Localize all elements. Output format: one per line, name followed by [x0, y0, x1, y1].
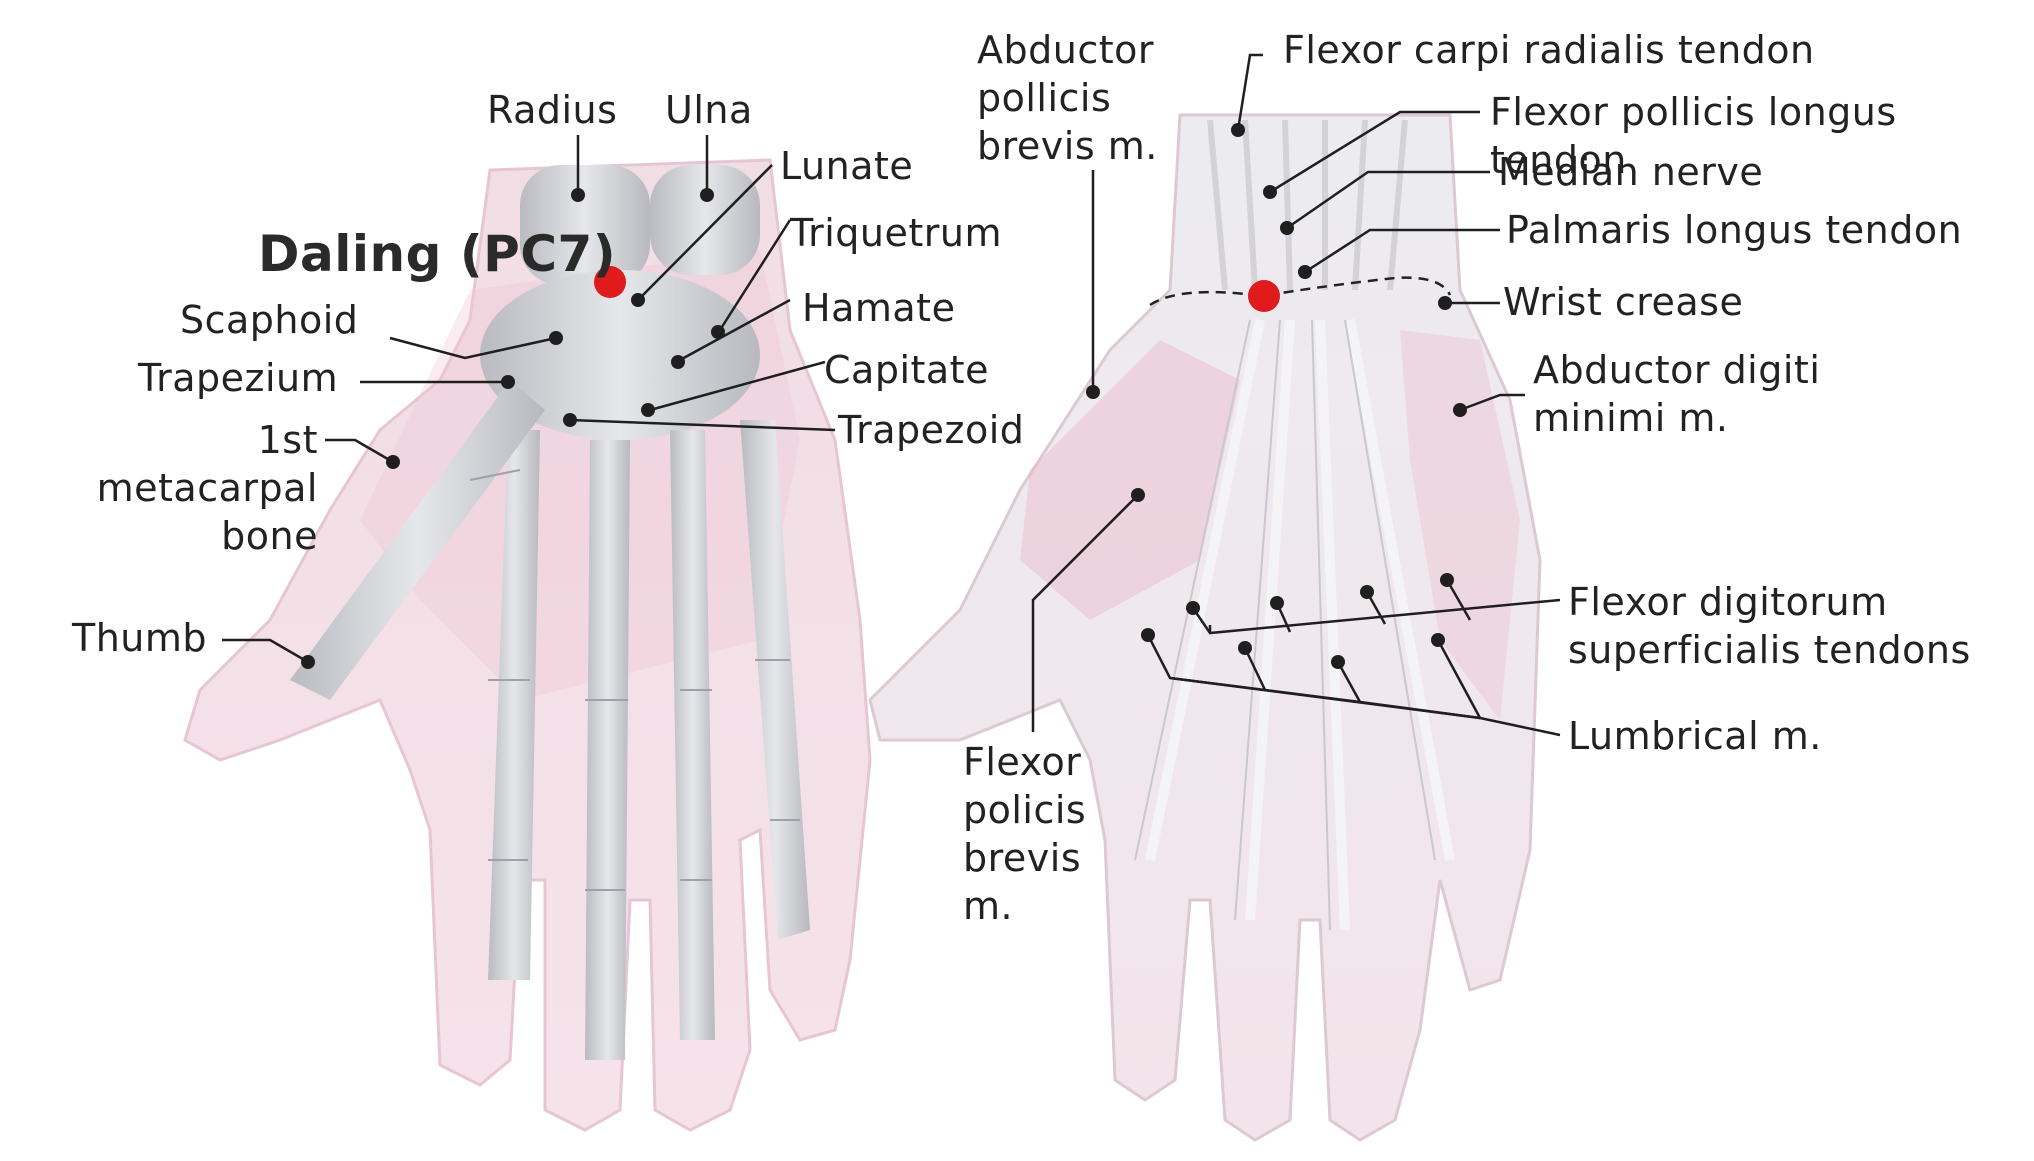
leader-dots [301, 123, 1467, 669]
wrist-crease-line [1149, 276, 1452, 307]
wrist-tendons [1207, 119, 1408, 291]
label-flexor-pollicis-longus: Flexor pollicis longus tendon [1490, 90, 1897, 182]
joint-lines [469, 469, 800, 891]
acupoint-title: Daling (PC7) [258, 225, 617, 283]
label-flexor-carpi-radialis: Flexor carpi radialis tendon [1283, 28, 1815, 72]
digital-tendons [1145, 319, 1455, 931]
label-palmaris-longus: Palmaris longus tendon [1506, 208, 1963, 252]
label-hamate: Hamate [802, 286, 956, 330]
label-radius: Radius [487, 88, 618, 132]
label-first-metacarpal: 1st metacarpal bone [96, 418, 318, 558]
label-lumbrical: Lumbrical m. [1568, 714, 1822, 758]
label-abductor-digiti-minimi: Abductor digiti minimi m. [1533, 348, 1821, 440]
label-flexor-digitorum-superficialis: Flexor digitorum superficialis tendons [1568, 580, 1971, 672]
finger-bones-ring [670, 430, 715, 1040]
label-ulna: Ulna [665, 88, 753, 132]
radius-bone [520, 165, 650, 285]
label-abductor-pollicis-brevis: Abductor pollicis brevis m. [977, 28, 1158, 168]
label-median-nerve: Median nerve [1498, 150, 1764, 194]
finger-bones-middle [585, 440, 630, 1060]
leader-lines [222, 53, 1561, 737]
label-wrist-crease: Wrist crease [1503, 280, 1744, 324]
daling-point-dorsal [594, 266, 626, 298]
dorsal-hand [183, 158, 872, 1132]
thenar-muscle-tint [1020, 340, 1240, 620]
finger-bones-little [740, 420, 810, 940]
label-capitate: Capitate [824, 348, 989, 392]
ulna-bone [650, 165, 760, 275]
thumb-bones [290, 380, 545, 700]
label-thumb: Thumb [72, 616, 208, 660]
finger-bones-index [488, 430, 540, 980]
label-trapezium: Trapezium [138, 356, 339, 400]
label-scaphoid: Scaphoid [180, 298, 359, 342]
label-trapezoid: Trapezoid [838, 408, 1025, 452]
carpal-bones [480, 270, 760, 440]
label-triquetrum: Triquetrum [790, 211, 1003, 255]
hypothenar-muscle-tint [1400, 330, 1520, 720]
label-lunate: Lunate [780, 144, 914, 188]
label-flexor-pollicis-brevis: Flexor policis brevis m. [963, 740, 1087, 928]
digital-tendon-edges [1134, 319, 1436, 931]
daling-point-palmar [1248, 280, 1280, 312]
